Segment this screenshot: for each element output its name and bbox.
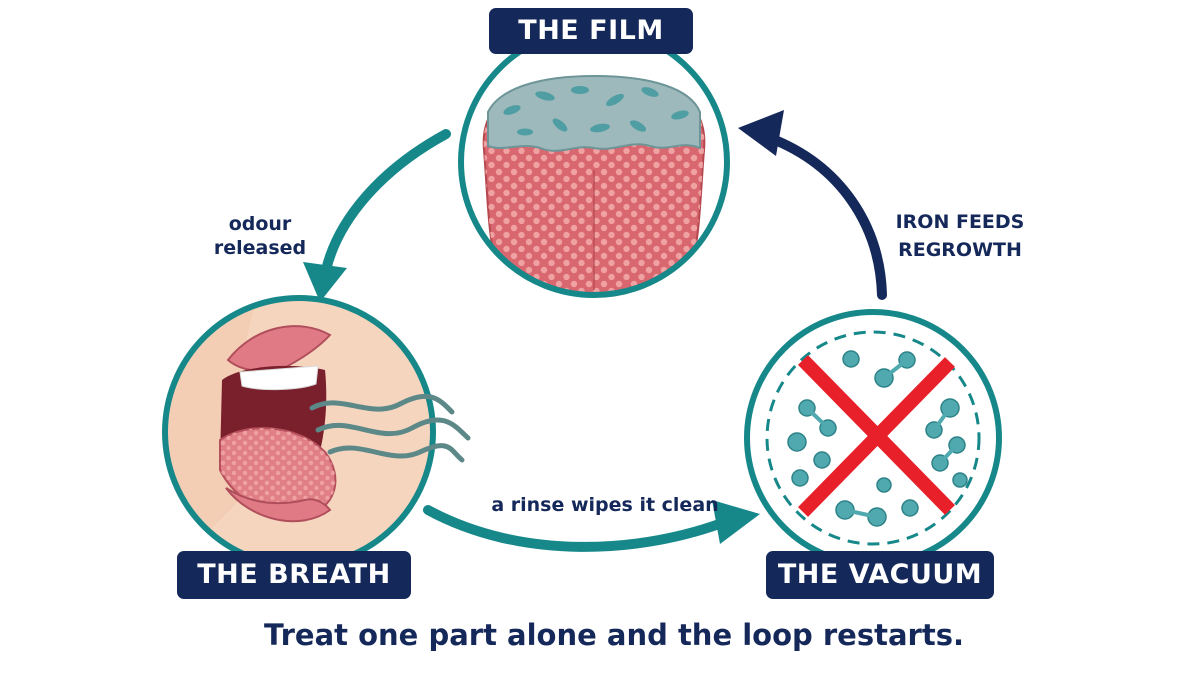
node-label-film: THE FILM xyxy=(489,8,693,54)
arrow-film-to-breath xyxy=(303,129,451,302)
caption: Treat one part alone and the loop restar… xyxy=(264,618,964,652)
edge-label-line: REGROWTH xyxy=(898,239,1022,261)
vacuum-illustration xyxy=(744,309,1002,567)
edge-label-vacuum-to-film: IRON FEEDS REGROWTH xyxy=(880,208,1040,264)
node-label-breath: THE BREATH xyxy=(177,551,411,599)
cross-icon xyxy=(798,355,955,517)
edge-label-line: released xyxy=(213,237,307,259)
breath-wave-lines xyxy=(309,393,471,463)
node-label-vacuum: THE VACUUM xyxy=(766,551,994,599)
film-illustration xyxy=(458,26,730,298)
edge-label-film-to-breath: odour released xyxy=(200,212,320,260)
edge-label-breath-to-vacuum: a rinse wipes it clean xyxy=(491,494,719,516)
arrow-breath-to-vacuum xyxy=(423,500,760,552)
edge-label-line: odour xyxy=(228,213,292,235)
edge-label-line: IRON FEEDS xyxy=(895,211,1025,233)
arrow-vacuum-to-film xyxy=(738,110,887,300)
